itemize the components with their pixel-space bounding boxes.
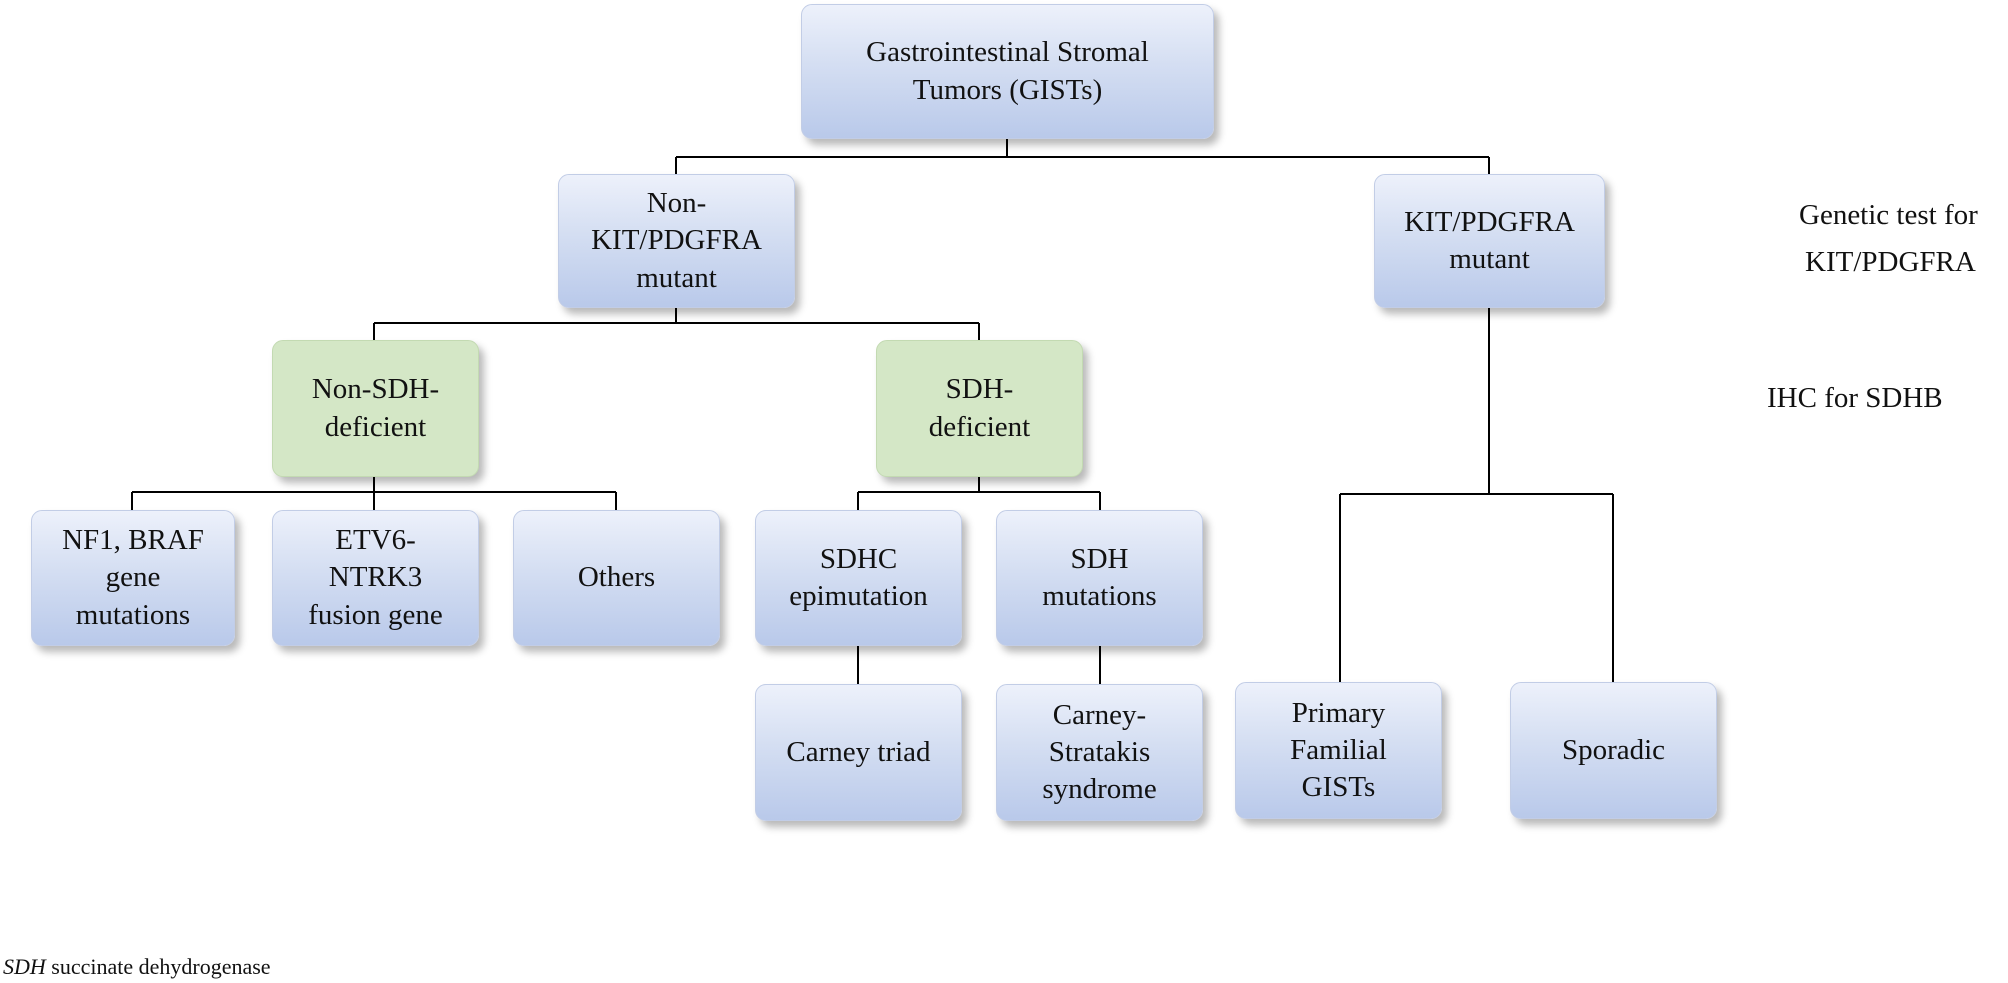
node-carney-triad: Carney triad: [755, 684, 962, 821]
node-non-kit-pdgfra-mutant: Non- KIT/PDGFRA mutant: [558, 174, 795, 308]
node-non-sdh-deficient: Non-SDH- deficient: [272, 340, 479, 477]
node-nf1-braf: NF1, BRAF gene mutations: [31, 510, 235, 646]
node-sdhc-epimutation: SDHC epimutation: [755, 510, 962, 646]
side-label-ihc-sdhb: IHC for SDHB: [1767, 382, 1943, 414]
footnote: SDH succinate dehydrogenase: [3, 954, 271, 980]
node-sporadic: Sporadic: [1510, 682, 1717, 819]
footnote-abbreviation: SDH: [3, 954, 46, 979]
node-carney-stratakis: Carney- Stratakis syndrome: [996, 684, 1203, 821]
node-sdh-mutations: SDH mutations: [996, 510, 1203, 646]
node-sdh-deficient: SDH- deficient: [876, 340, 1083, 477]
side-label-genetic-test-line2: KIT/PDGFRA: [1805, 246, 1976, 279]
node-primary-familial-gists: Primary Familial GISTs: [1235, 682, 1442, 819]
side-label-genetic-test: Genetic test for KIT/PDGFRA: [1799, 197, 1978, 281]
node-others: Others: [513, 510, 720, 646]
node-kit-pdgfra-mutant: KIT/PDGFRA mutant: [1374, 174, 1605, 308]
node-gists: Gastrointestinal Stromal Tumors (GISTs): [801, 4, 1214, 139]
side-label-genetic-test-line1: Genetic test for: [1799, 199, 1978, 231]
footnote-text: succinate dehydrogenase: [45, 954, 271, 979]
node-etv6-ntrk3: ETV6- NTRK3 fusion gene: [272, 510, 479, 646]
